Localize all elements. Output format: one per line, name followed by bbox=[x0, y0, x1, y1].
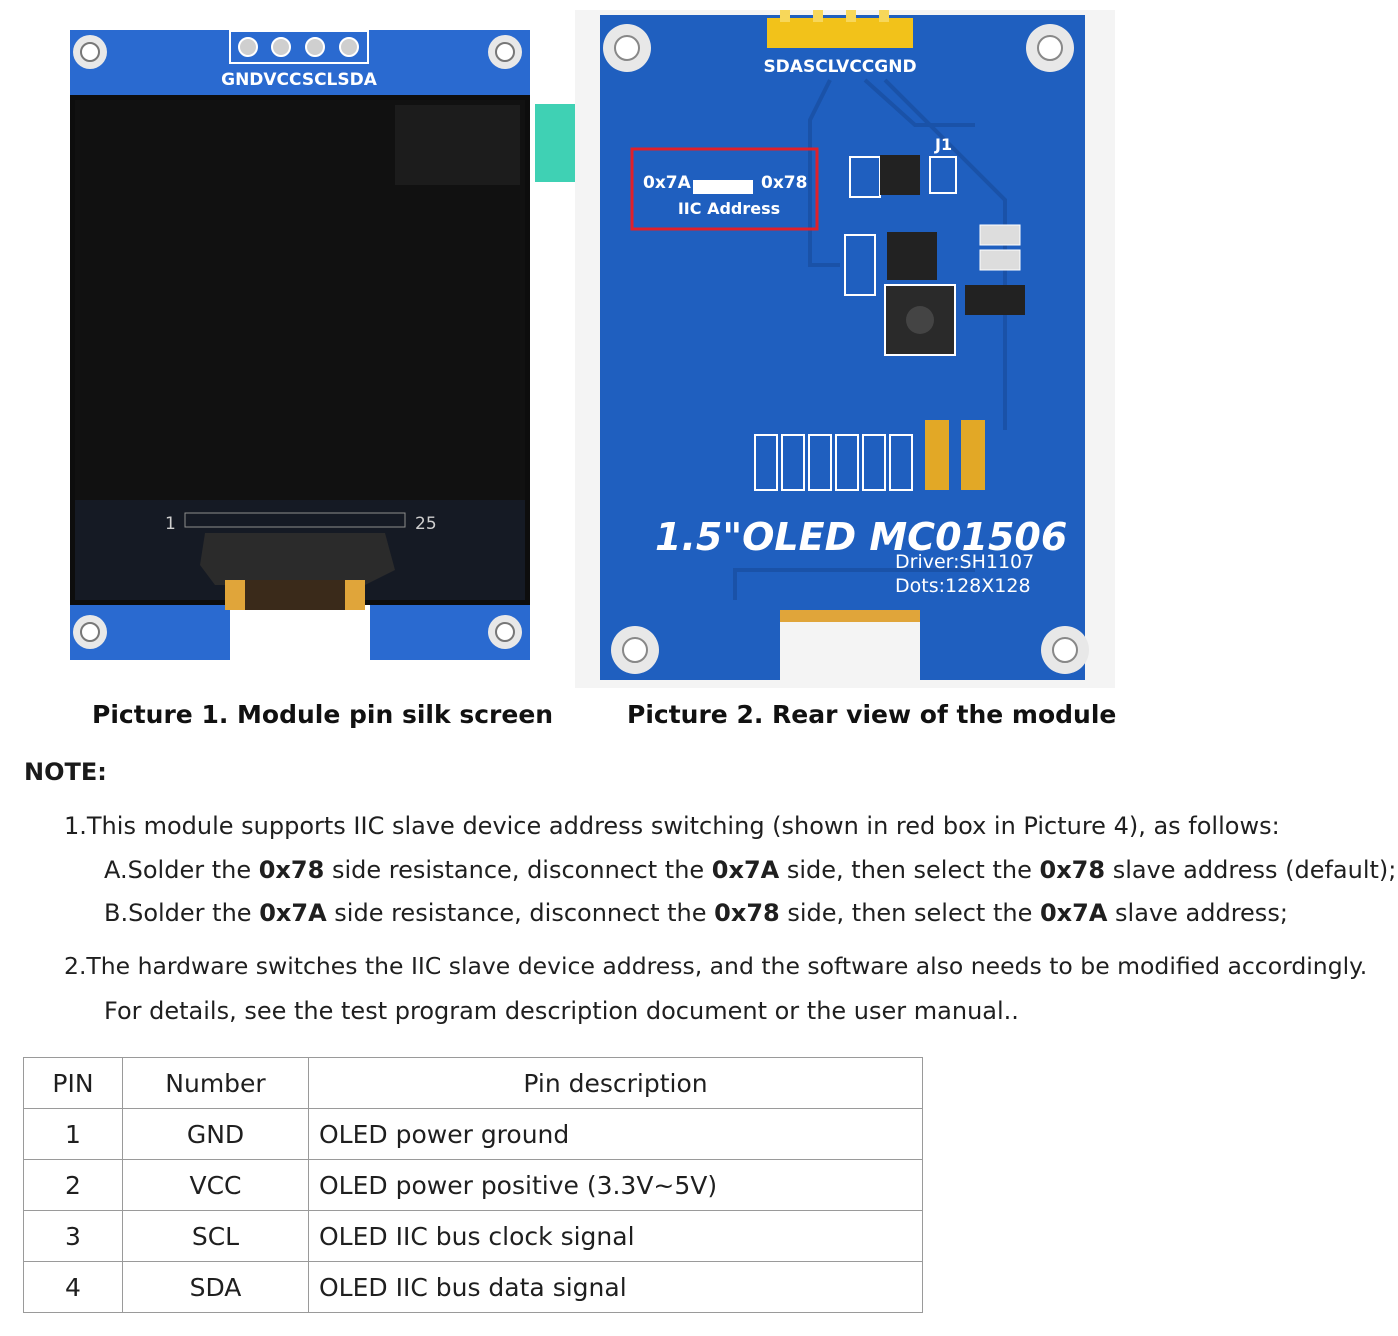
table-row: 3 SCL OLED IIC bus clock signal bbox=[23, 1210, 923, 1262]
jumper-j1-label: J1 bbox=[934, 135, 952, 154]
mounting-hole-icon bbox=[603, 24, 1089, 674]
description-cell: OLED IIC bus data signal bbox=[308, 1261, 923, 1313]
number-cell: SCL bbox=[122, 1210, 309, 1262]
note-item-2: 2.The hardware switches the IIC slave de… bbox=[64, 952, 1368, 980]
table-row: 2 VCC OLED power positive (3.3V~5V) bbox=[23, 1159, 923, 1211]
driver-label: Driver:SH1107 bbox=[895, 551, 1034, 573]
note-item-1b: B.Solder the 0x7A side resistance, disco… bbox=[104, 899, 1288, 927]
dots-label: Dots:128X128 bbox=[895, 575, 1031, 597]
pin-header-icon bbox=[767, 10, 913, 48]
text-fragment: slave address; bbox=[1107, 899, 1288, 927]
note-item-1: 1.This module supports IIC slave device … bbox=[64, 812, 1280, 840]
picture-1-front-view: GNDVCCSCLSDA 1 25 bbox=[65, 25, 535, 665]
column-header-description: Pin description bbox=[308, 1057, 923, 1109]
model-label: 1.5"OLED MC01506 bbox=[655, 515, 1067, 559]
rear-pin-labels: SDASCLVCCGND bbox=[763, 57, 916, 77]
table-header-row: PIN Number Pin description bbox=[23, 1057, 923, 1109]
table-row: 4 SDA OLED IIC bus data signal bbox=[23, 1261, 923, 1313]
column-header-pin: PIN bbox=[23, 1057, 123, 1109]
picture-2-caption: Picture 2. Rear view of the module bbox=[627, 700, 1117, 729]
pin-cell: 2 bbox=[23, 1159, 123, 1211]
iic-address-highlight-box bbox=[630, 147, 819, 231]
text-fragment: side, then select the bbox=[779, 899, 1040, 927]
pin-cell: 1 bbox=[23, 1108, 123, 1160]
header-pad-icon bbox=[238, 37, 359, 57]
pin-description-table: PIN Number Pin description 1 GND OLED po… bbox=[23, 1057, 923, 1313]
picture-1-caption: Picture 1. Module pin silk screen bbox=[92, 700, 554, 729]
fpc-pin-1-label: 1 bbox=[165, 514, 176, 534]
address-value: 0x78 bbox=[714, 899, 780, 927]
description-cell: OLED IIC bus clock signal bbox=[308, 1210, 923, 1262]
address-value: 0x7A bbox=[711, 856, 780, 884]
fpc-pin-25-label: 25 bbox=[415, 514, 437, 534]
text-fragment: side, then select the bbox=[779, 856, 1040, 884]
text-fragment: side resistance, disconnect the bbox=[324, 856, 712, 884]
column-header-number: Number bbox=[122, 1057, 309, 1109]
number-cell: SDA bbox=[122, 1261, 309, 1313]
address-value: 0x7A bbox=[1039, 899, 1108, 927]
pin-cell: 3 bbox=[23, 1210, 123, 1262]
mounting-hole-icon bbox=[73, 35, 522, 649]
address-value: 0x7A bbox=[259, 899, 327, 927]
address-value: 0x78 bbox=[1039, 856, 1106, 884]
table-row: 1 GND OLED power ground bbox=[23, 1108, 923, 1160]
number-cell: GND bbox=[122, 1108, 309, 1160]
pin-cell: 4 bbox=[23, 1261, 123, 1313]
front-pin-labels: GNDVCCSCLSDA bbox=[221, 70, 378, 90]
note-item-2-continuation: For details, see the test program descri… bbox=[104, 997, 1019, 1025]
text-fragment: side resistance, disconnect the bbox=[326, 899, 715, 927]
note-title: NOTE: bbox=[24, 758, 107, 786]
description-cell: OLED power positive (3.3V~5V) bbox=[308, 1159, 923, 1211]
iic-address-label: IIC Address bbox=[678, 199, 780, 218]
number-cell: VCC bbox=[122, 1159, 309, 1211]
text-fragment: A.Solder the bbox=[104, 856, 259, 884]
picture-2-rear-view: SDASCLVCCGND J1 0x7A 0x78 IIC Address bbox=[575, 10, 1115, 688]
addr-0x7a-label: 0x7A bbox=[643, 173, 692, 193]
text-fragment: slave address (default); bbox=[1105, 856, 1397, 884]
addr-0x78-label: 0x78 bbox=[761, 173, 807, 193]
description-cell: OLED power ground bbox=[308, 1108, 923, 1160]
address-value: 0x78 bbox=[258, 856, 325, 884]
note-item-1a: A.Solder the 0x78 side resistance, disco… bbox=[104, 856, 1396, 884]
text-fragment: B.Solder the bbox=[104, 899, 260, 927]
